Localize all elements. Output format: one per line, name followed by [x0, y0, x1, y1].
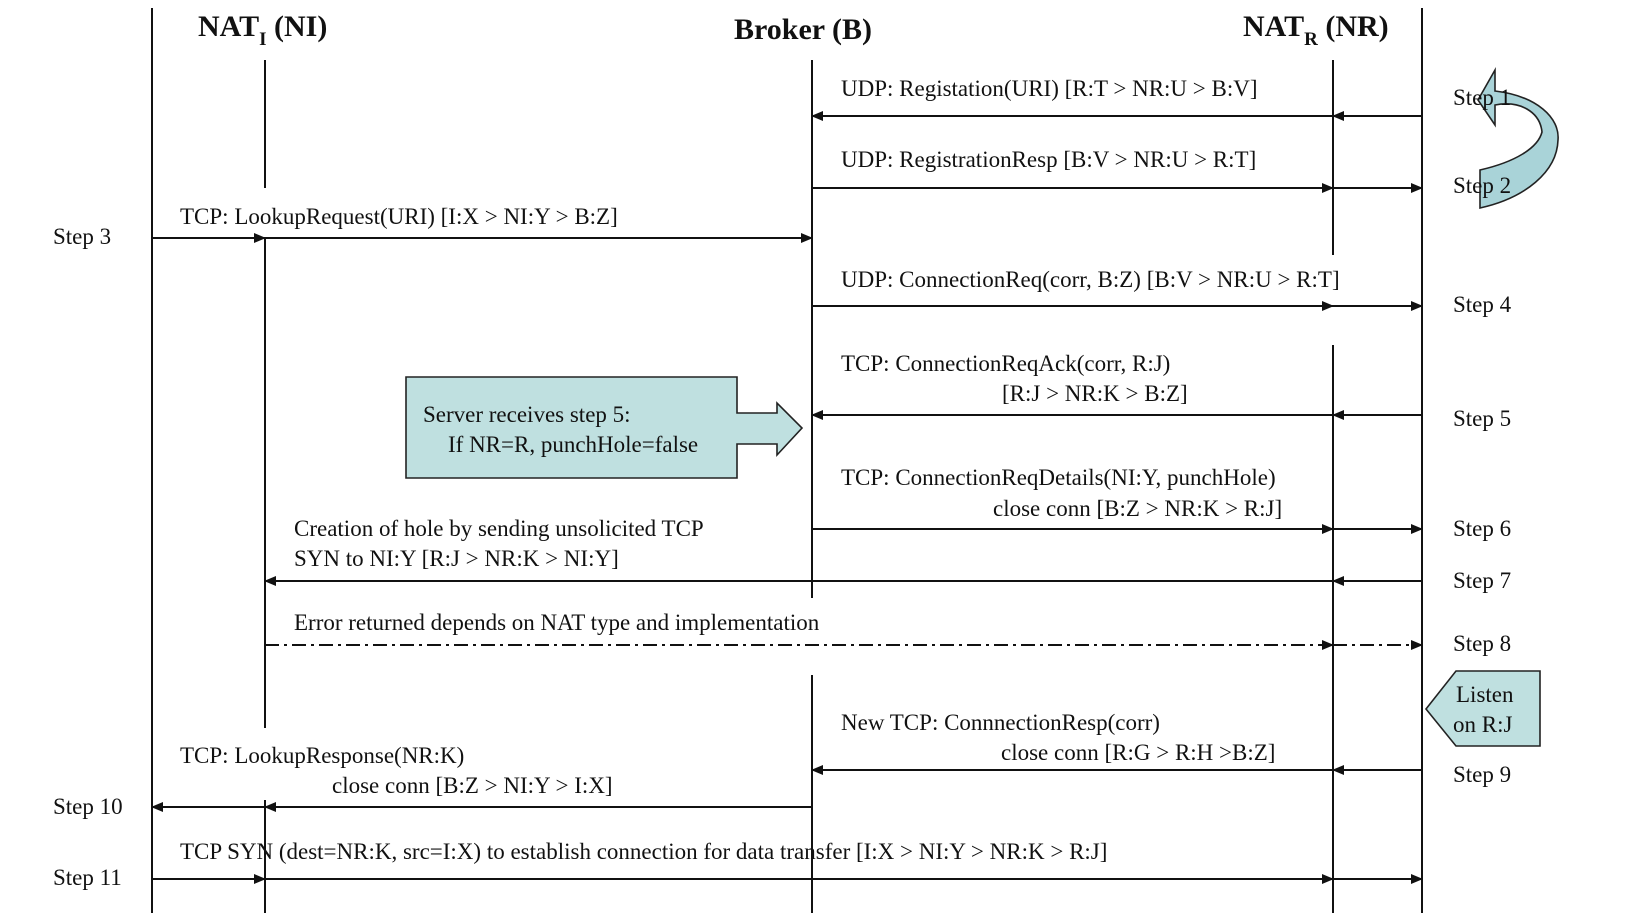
step-5-label: Step 5 — [1453, 406, 1511, 431]
server-callout-line2: If NR=R, punchHole=false — [448, 432, 698, 457]
header-nat-i: NATI (NI) — [198, 10, 327, 50]
step-9-label: Step 9 — [1453, 762, 1511, 787]
step-3-label: Step 3 — [53, 224, 111, 249]
step-4-label: Step 4 — [1453, 292, 1512, 317]
step-8-label: Step 8 — [1453, 631, 1511, 656]
msg-step5-line1: TCP: ConnectionReqAck(corr, R:J) — [841, 351, 1170, 376]
listen-callout — [1424, 670, 1541, 747]
step-2-label: Step 2 — [1453, 173, 1511, 198]
msg-step2: UDP: RegistrationResp [B:V > NR:U > R:T] — [841, 147, 1256, 172]
header-broker: Broker (B) — [734, 13, 872, 46]
msg-step10-line2: close conn [B:Z > NI:Y > I:X] — [332, 773, 613, 798]
step-7-label: Step 7 — [1453, 568, 1511, 593]
msg-step1: UDP: Registation(URI) [R:T > NR:U > B:V] — [841, 76, 1258, 101]
msg-step8: Error returned depends on NAT type and i… — [294, 610, 820, 635]
curved-arrow-icon — [1477, 66, 1559, 209]
msg-step9-line2: close conn [R:G > R:H >B:Z] — [1001, 740, 1275, 765]
header-nat-r: NATR (NR) — [1243, 10, 1389, 50]
msg-step9-line1: New TCP: ConnnectionResp(corr) — [841, 710, 1160, 735]
msg-step7-line1: Creation of hole by sending unsolicited … — [294, 516, 704, 541]
listen-callout-line2: on R:J — [1453, 712, 1512, 737]
msg-step10-line1: TCP: LookupResponse(NR:K) — [180, 743, 464, 768]
msg-step3: TCP: LookupRequest(URI) [I:X > NI:Y > B:… — [180, 204, 618, 229]
step-10-label: Step 10 — [53, 794, 123, 819]
server-callout-line1: Server receives step 5: — [423, 402, 631, 427]
msg-step7-line2: SYN to NI:Y [R:J > NR:K > NI:Y] — [294, 546, 619, 571]
step-11-label: Step 11 — [53, 865, 122, 890]
msg-step5-line2: [R:J > NR:K > B:Z] — [1002, 381, 1188, 406]
msg-step4: UDP: ConnectionReq(corr, B:Z) [B:V > NR:… — [841, 267, 1340, 292]
step-1-label: Step 1 — [1453, 85, 1511, 110]
msg-step11: TCP SYN (dest=NR:K, src=I:X) to establis… — [180, 839, 1107, 864]
listen-callout-line1: Listen — [1456, 682, 1514, 707]
server-callout — [405, 376, 804, 479]
msg-step6-line1: TCP: ConnectionReqDetails(NI:Y, punchHol… — [841, 465, 1276, 490]
step-6-label: Step 6 — [1453, 516, 1511, 541]
msg-step6-line2: close conn [B:Z > NR:K > R:J] — [993, 496, 1282, 521]
